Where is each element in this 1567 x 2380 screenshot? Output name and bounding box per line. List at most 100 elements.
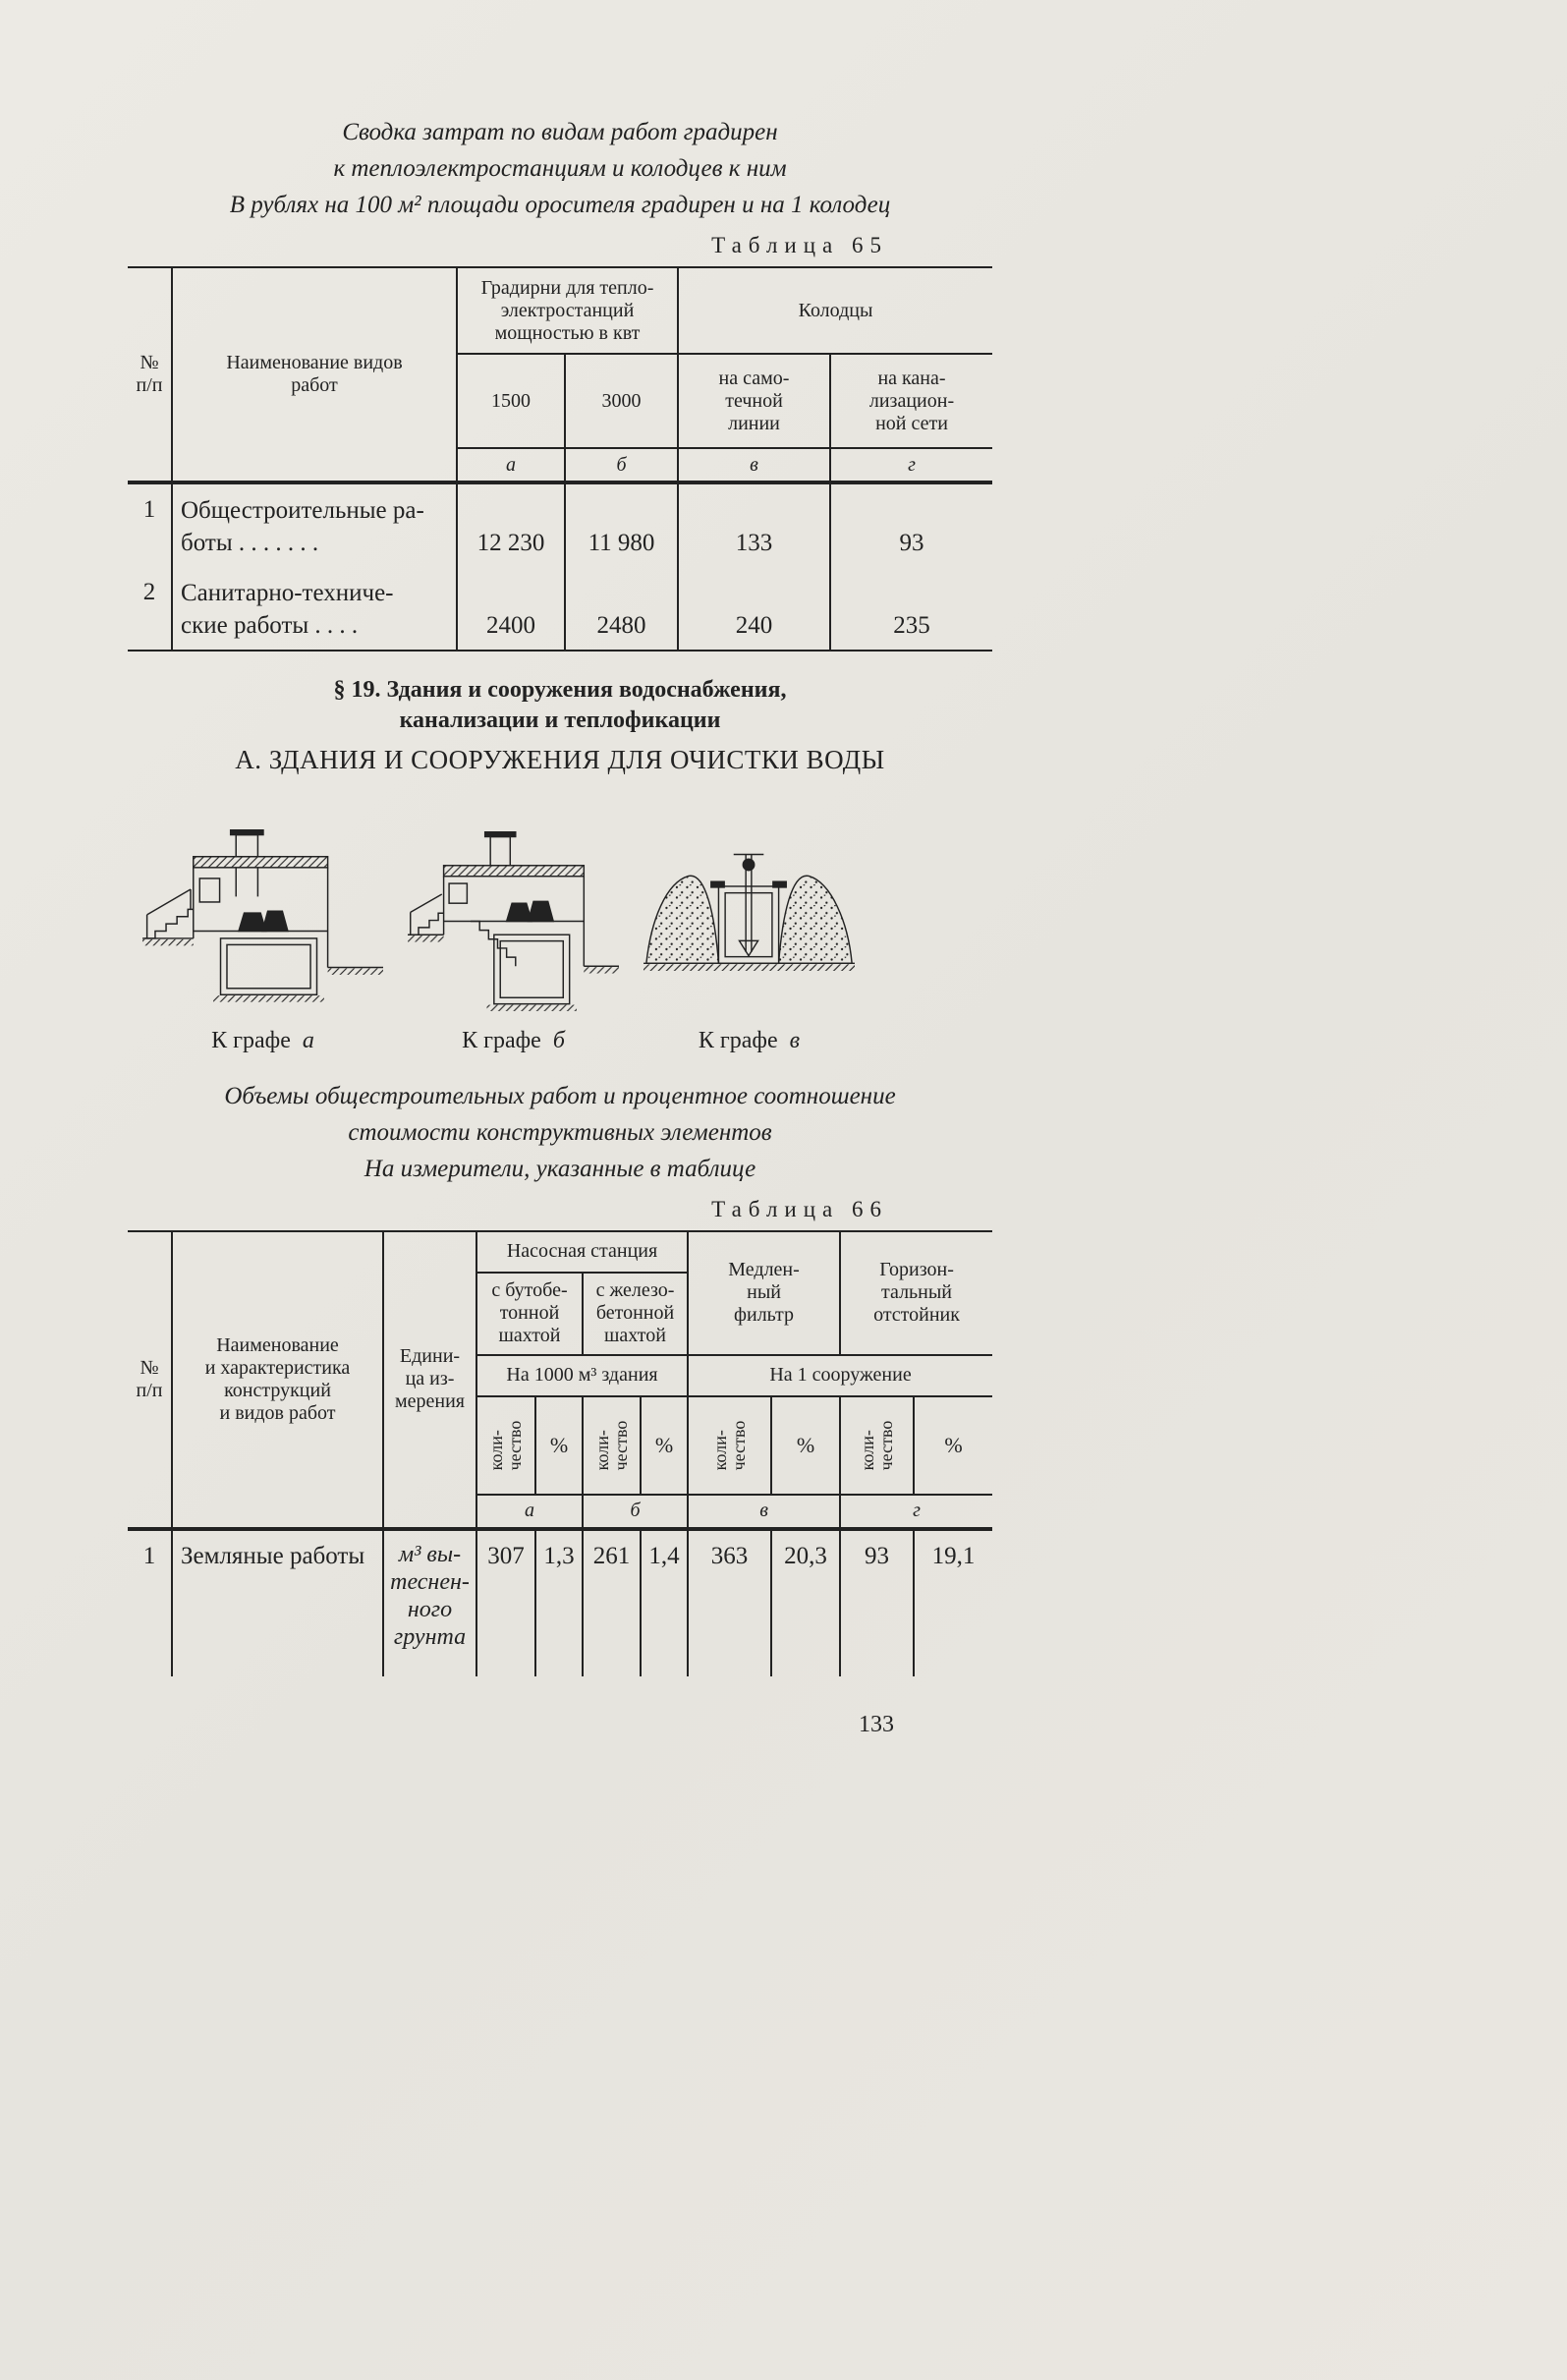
t65-row1-name-line: боты . . . . . . .: [181, 530, 319, 556]
doc-title-line: В рублях на 100 м² площади оросителя гра…: [229, 192, 891, 218]
t65-col-npp-line: №: [140, 352, 159, 373]
t66-qty-header: коли- чество: [840, 1395, 916, 1496]
t66-row1-val: 1,3: [535, 1528, 584, 1676]
table-row: 1 Общестроительные ра- боты . . . . . . …: [128, 482, 992, 567]
doc-title-line: к теплоэлектростанциям и колодцев к ним: [333, 155, 787, 182]
t66-row1-val: 363: [688, 1528, 773, 1676]
t66-group-settler-line: тальный: [881, 1281, 953, 1304]
t66-col-rubble-shaft-line: с бутобе-: [491, 1279, 568, 1302]
t66-col-rubble-shaft: с бутобе- тонной шахтой: [476, 1272, 584, 1356]
section-19-heading: § 19. Здания и сооружения водоснабжения,…: [128, 675, 992, 736]
t65-col-npp-line: п/п: [136, 374, 163, 396]
figure-b-caption-prefix: К графе: [462, 1027, 541, 1053]
t65-row1-val-v: 133: [678, 482, 831, 567]
t66-col-concrete-shaft-line: шахтой: [604, 1325, 666, 1347]
table-66-title-line: Объемы общестроительных работ и процентн…: [224, 1082, 896, 1109]
t66-col-npp: № п/п: [128, 1230, 173, 1531]
t66-col-rubble-shaft-line: тонной: [499, 1302, 560, 1325]
t66-measure-pump: На 1000 м³ здания: [476, 1354, 690, 1397]
t66-measure-unit: На 1 сооружение: [688, 1354, 993, 1397]
t66-col-name-line: и видов работ: [219, 1401, 336, 1424]
t66-col-name-line: и характеристика: [204, 1356, 351, 1379]
t65-letter-g: г: [830, 448, 992, 484]
t66-pct-header: %: [771, 1395, 842, 1496]
table-66-title-line: стоимости конструктивных элементов: [348, 1118, 772, 1146]
t65-row1-name-line: Общестроительные ра-: [181, 497, 424, 524]
figure-a-caption-letter: а: [302, 1027, 314, 1053]
t66-qty-header: коли- чество: [583, 1395, 642, 1496]
t65-row1-val-b: 11 980: [565, 482, 679, 567]
t66-col-npp-line: п/п: [136, 1379, 163, 1401]
t65-group-gradirni: Градирни для тепло- электростанций мощно…: [457, 267, 679, 355]
section-19-heading-line: § 19. Здания и сооружения водоснабжения,: [333, 677, 787, 703]
t65-col-gravity-line: на само-: [718, 367, 790, 389]
figure-v-caption-letter: в: [789, 1027, 801, 1053]
t65-row2-num: 2: [128, 567, 173, 652]
figure-b-caption-letter: б: [552, 1027, 565, 1053]
t65-letter-b: б: [565, 448, 679, 484]
t66-letter-a: а: [476, 1494, 584, 1531]
t66-qty-header-rotated: коли- чество: [591, 1420, 631, 1471]
t66-row1-unit-line: ного: [407, 1596, 453, 1622]
t65-col-sewer-line: на кана-: [877, 367, 946, 389]
t66-qty-header: коли- чество: [688, 1395, 773, 1496]
table-65-label: Таблица 65: [711, 233, 888, 257]
t65-letter-a: а: [457, 448, 566, 484]
table-66-title: Объемы общестроительных работ и процентн…: [128, 1078, 992, 1187]
t66-col-concrete-shaft-line: с железо-: [595, 1279, 675, 1302]
t66-row1-num: 1: [128, 1528, 173, 1676]
figure-v-caption-prefix: К графе: [698, 1027, 778, 1053]
t65-group-gradirni-line: электростанций: [500, 299, 635, 321]
t66-col-name-line: конструкций: [224, 1379, 331, 1401]
t65-col-gravity-line: течной: [725, 389, 783, 412]
t66-col-name: Наименование и характеристика конструкци…: [172, 1230, 384, 1531]
t66-group-settler-line: Горизон-: [879, 1259, 954, 1281]
t65-row2-val-b: 2480: [565, 567, 679, 652]
table-66: № п/п Наименование и характеристика конс…: [128, 1229, 993, 1676]
t66-col-concrete-shaft-line: бетонной: [595, 1302, 675, 1325]
t66-group-pump-station: Насосная станция: [476, 1230, 690, 1274]
t66-row1-val: 1,4: [641, 1528, 690, 1676]
t66-qty-header-rotated: коли- чество: [486, 1420, 525, 1471]
table-66-title-line: На измерители, указанные в таблице: [364, 1155, 756, 1182]
t66-row1-name: Земляные работы: [172, 1528, 384, 1676]
t66-col-rubble-shaft-line: шахтой: [498, 1325, 561, 1347]
t66-letter-v: в: [688, 1494, 842, 1531]
t65-col-name-line: работ: [291, 374, 338, 396]
t66-col-npp-line: №: [140, 1356, 159, 1379]
t66-qty-header: коли- чество: [476, 1395, 536, 1496]
t65-row2-name: Санитарно-техниче- ские работы . . . .: [172, 567, 458, 652]
t66-row1-val: 261: [583, 1528, 642, 1676]
page-number: 133: [859, 1711, 894, 1737]
t66-row1-unit-line: м³ вы-: [398, 1541, 462, 1567]
t66-col-name-line: Наименование: [216, 1333, 339, 1356]
t66-row1-unit-line: теснен-: [390, 1568, 470, 1595]
t65-row2-val-a: 2400: [457, 567, 566, 652]
figure-v-cross-section: [644, 822, 855, 1020]
t66-row1-val: 307: [476, 1528, 536, 1676]
t65-group-gradirni-line: мощностью в квт: [494, 321, 641, 344]
t66-group-settler-line: отстойник: [873, 1304, 960, 1327]
t66-qty-header-rotated: коли- чество: [857, 1420, 896, 1471]
t65-group-gradirni-line: Градирни для тепло-: [480, 276, 654, 299]
section-19-heading-line: канализации и теплофикации: [399, 708, 721, 733]
section-a-subheading: А. ЗДАНИЯ И СООРУЖЕНИЯ ДЛЯ ОЧИСТКИ ВОДЫ: [235, 745, 885, 774]
t66-col-concrete-shaft: с железо- бетонной шахтой: [583, 1272, 690, 1356]
t66-group-slow-filter-line: ный: [747, 1281, 781, 1304]
t65-row1-num: 1: [128, 482, 173, 567]
content-column: Сводка затрат по видам работ градирен к …: [128, 0, 993, 1738]
t66-col-unit-line: мерения: [394, 1390, 465, 1413]
t65-col-gravity: на само- течной линии: [678, 354, 831, 449]
t66-pct-header: %: [535, 1395, 584, 1496]
t66-row1-unit-line: грунта: [393, 1623, 467, 1650]
t66-group-slow-filter-line: фильтр: [734, 1304, 795, 1327]
t66-row1-val: 93: [840, 1528, 916, 1676]
t65-row2-val-v: 240: [678, 567, 831, 652]
t66-row1-val: 20,3: [771, 1528, 842, 1676]
doc-title: Сводка затрат по видам работ градирен к …: [128, 114, 992, 223]
table-66-label: Таблица 66: [711, 1196, 888, 1221]
t66-letter-b: б: [583, 1494, 690, 1531]
t65-col-sewer-line: лизацион-: [868, 389, 955, 412]
